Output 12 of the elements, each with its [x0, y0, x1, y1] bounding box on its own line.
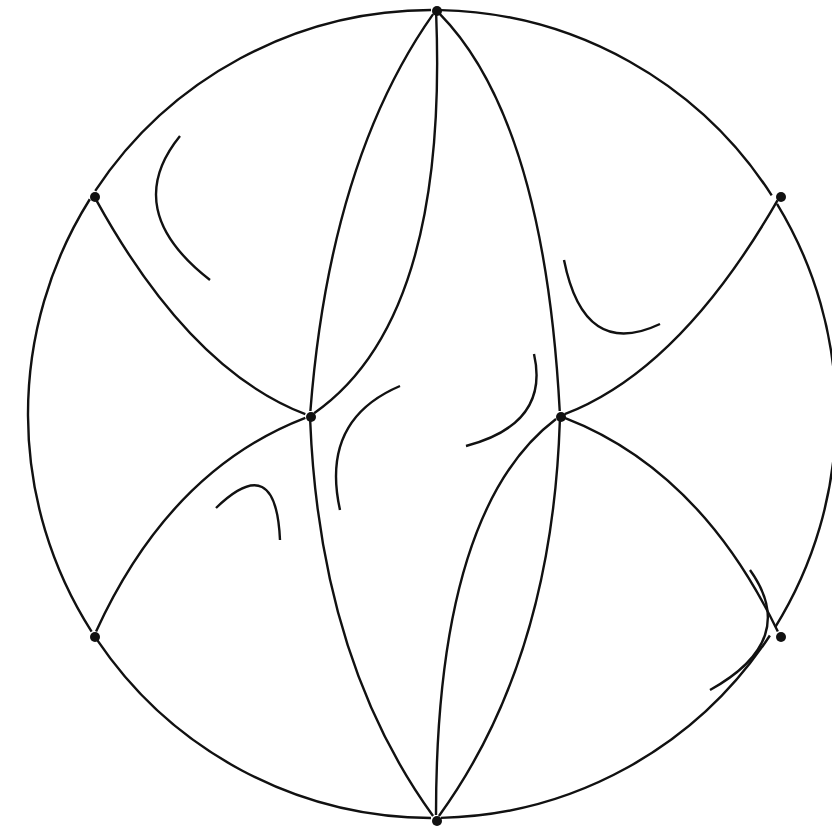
curve-line	[95, 199, 306, 416]
curve-line	[438, 12, 561, 412]
curve-line	[309, 420, 435, 817]
curve-line	[774, 203, 832, 628]
curve-line	[96, 639, 432, 820]
curve-line	[27, 198, 93, 633]
curve-line	[94, 8, 432, 192]
curve-line	[440, 8, 773, 197]
curve-line	[564, 199, 779, 416]
curve-line	[95, 416, 306, 632]
curve-line	[440, 634, 771, 820]
curve-line	[564, 416, 779, 633]
